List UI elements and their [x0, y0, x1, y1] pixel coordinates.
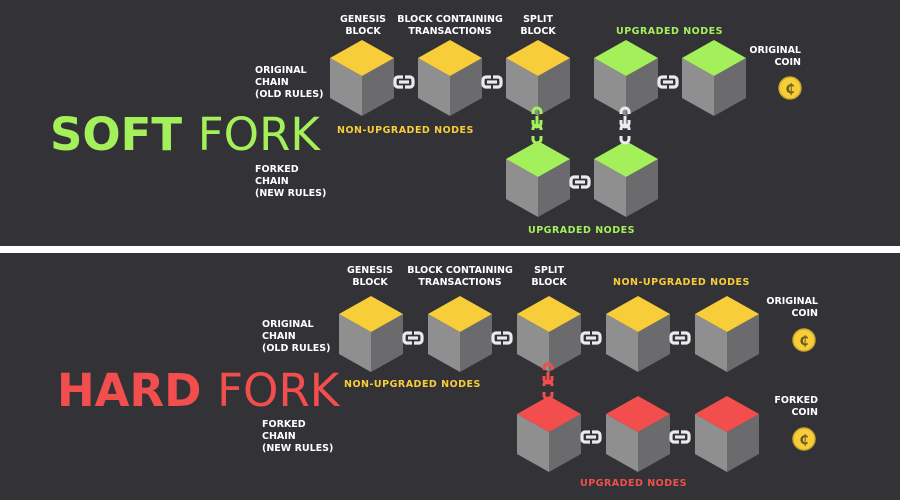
upgraded-nodes-bottom-label: UPGRADED NODES [528, 225, 635, 236]
hard-forked-block-1 [517, 396, 581, 472]
svg-text:₵: ₵ [799, 334, 808, 349]
title-light: FORK [197, 108, 320, 161]
chain-link-icon [669, 430, 691, 444]
chain-link-icon [569, 175, 591, 189]
chain-link-icon [481, 75, 503, 89]
vertical-chain-link-icon [531, 106, 543, 145]
section-divider [0, 246, 900, 253]
chain-link-icon [580, 430, 602, 444]
soft-forked-block-2 [594, 141, 658, 217]
soft-fork-title: SOFT FORK [50, 112, 320, 157]
title-bold: SOFT [50, 108, 183, 161]
cent-coin-icon: ₵ [792, 328, 816, 352]
soft-block-upgraded-1 [594, 40, 658, 116]
soft-fork-diagram: ₵ [330, 40, 802, 217]
svg-text:₵: ₵ [785, 82, 794, 97]
chain-link-icon [669, 331, 691, 345]
hard-fork-title: HARD FORK [57, 368, 339, 413]
hard-block-non-upgraded-1 [606, 296, 670, 372]
chain-link-icon [657, 75, 679, 89]
chain-link-icon [402, 331, 424, 345]
upgraded-nodes-label: UPGRADED NODES [580, 478, 687, 489]
non-upgraded-nodes-label: NON-UPGRADED NODES [337, 125, 474, 136]
hard-forked-block-2 [606, 396, 670, 472]
hard-fork-diagram: ₵ ₵ [339, 296, 816, 472]
non-upgraded-nodes-top-label: NON-UPGRADED NODES [613, 277, 750, 288]
hard-block-transactions [428, 296, 492, 372]
soft-block-transactions [418, 40, 482, 116]
title-light: FORK [217, 364, 340, 417]
cent-coin-icon: ₵ [778, 76, 802, 100]
vertical-chain-link-icon [542, 362, 554, 401]
svg-text:₵: ₵ [799, 433, 808, 448]
chain-link-icon [393, 75, 415, 89]
non-upgraded-nodes-bottom-label: NON-UPGRADED NODES [344, 379, 481, 390]
soft-block-genesis [330, 40, 394, 116]
hard-forked-block-3 [695, 396, 759, 472]
chain-link-icon [580, 331, 602, 345]
hard-block-genesis [339, 296, 403, 372]
soft-block-upgraded-2 [682, 40, 746, 116]
vertical-chain-link-icon [619, 106, 631, 145]
hard-block-non-upgraded-2 [695, 296, 759, 372]
cent-coin-icon: ₵ [792, 427, 816, 451]
title-bold: HARD [57, 364, 202, 417]
soft-forked-block-1 [506, 141, 570, 217]
hard-block-split [517, 296, 581, 372]
soft-block-split [506, 40, 570, 116]
upgraded-nodes-top-label: UPGRADED NODES [616, 26, 723, 37]
chain-link-icon [491, 331, 513, 345]
